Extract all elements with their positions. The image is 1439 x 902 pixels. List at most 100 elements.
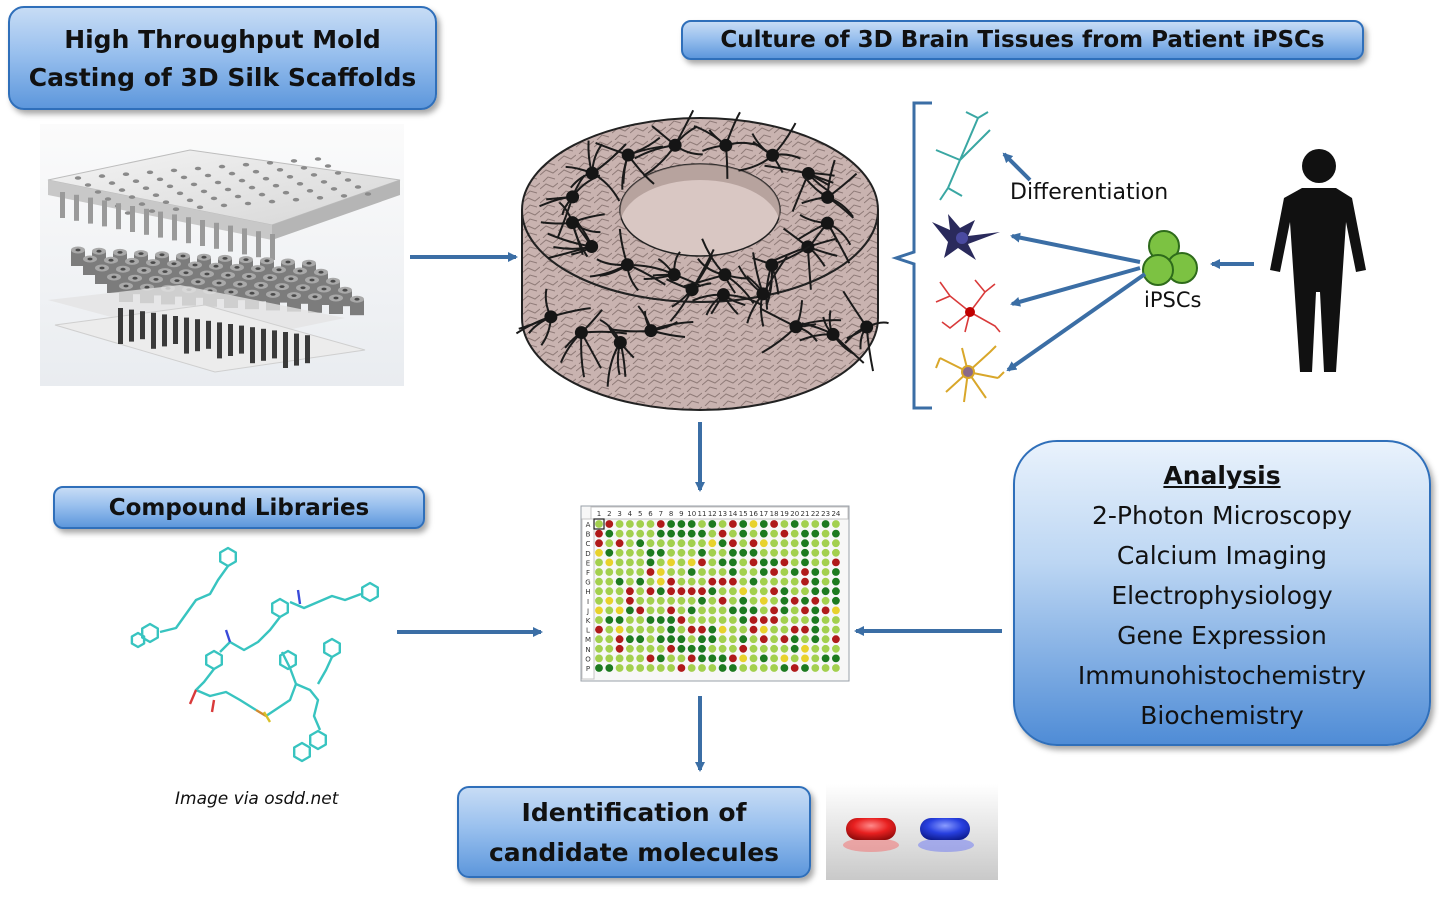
plate-column-label: 18 (770, 510, 779, 518)
plate-well (656, 577, 665, 586)
plate-well (636, 577, 645, 586)
plate-well (698, 529, 706, 538)
plate-column-label: 13 (718, 510, 727, 518)
plate-well (667, 520, 675, 528)
plate-row-label: P (586, 665, 590, 673)
plate-well (646, 625, 655, 634)
mold-hole (238, 178, 246, 183)
plate-well (677, 596, 686, 605)
identification-line-1: Identification of (521, 798, 747, 827)
mold-cylinder-hole (228, 290, 234, 294)
molecule-bond (316, 656, 334, 685)
plate-well (677, 568, 686, 576)
mold-hole (98, 174, 106, 178)
plate-well (698, 635, 706, 644)
plate-well (687, 596, 696, 605)
plate-well (739, 606, 748, 615)
mold-hole (204, 173, 212, 178)
mold-hole (146, 170, 154, 175)
plate-well (708, 635, 717, 644)
mold-peg (256, 231, 261, 258)
mold-casting-title-box: High Throughput Mold Casting of 3D Silk … (8, 6, 437, 110)
mold-bar (250, 327, 255, 364)
plate-well (626, 635, 634, 644)
molecule-ring (293, 741, 311, 763)
plate-well (595, 654, 603, 663)
plate-well (615, 568, 624, 576)
molecule-ring (205, 649, 223, 671)
plate-well (646, 558, 655, 567)
plate-well (718, 625, 727, 634)
neuron-soma (716, 288, 730, 302)
ipscs-label: iPSCs (1144, 288, 1202, 312)
plate-column-label: 16 (749, 510, 758, 518)
plate-well (595, 548, 603, 557)
plate-well (698, 558, 706, 567)
mold-cylinder (308, 296, 322, 313)
plate-well (718, 664, 727, 672)
mold-cylinder-hole (321, 287, 327, 291)
plate-well (595, 625, 603, 634)
plate-well (708, 625, 717, 634)
plate-well (698, 616, 706, 624)
plate-well (759, 616, 768, 624)
plate-well (790, 577, 799, 586)
mold-cylinder-hole (183, 271, 189, 275)
plate-well (718, 558, 727, 567)
mold-cylinder-hole (204, 272, 210, 276)
plate-well (770, 596, 778, 605)
plate-well (832, 539, 840, 548)
patient-silhouette-icon (1270, 149, 1366, 372)
neuron-soma (826, 327, 840, 341)
mold-hole (132, 179, 140, 183)
plate-well (739, 577, 748, 586)
plate-well (811, 539, 820, 548)
plate-well (656, 568, 665, 576)
mold-cylinder-hole (318, 270, 324, 274)
plate-well (595, 587, 603, 596)
plate-well (749, 664, 758, 672)
plate-well (646, 539, 655, 548)
plate-well (832, 596, 840, 605)
plate-well (636, 606, 645, 615)
plate-well (749, 520, 758, 528)
plate-column-label: 5 (638, 510, 642, 518)
plate-well (605, 635, 614, 644)
plate-well (780, 548, 789, 557)
mold-cylinder-hole (354, 297, 360, 301)
plate-column-label: 23 (821, 510, 830, 518)
plate-well (759, 644, 768, 653)
mold-cylinder-hole (174, 279, 180, 282)
analysis-item-electrophysiology: Electrophysiology (1111, 581, 1333, 610)
plate-well (801, 529, 809, 538)
neuron-soma (685, 283, 699, 297)
plate-column-label: 3 (617, 510, 621, 518)
plate-well (790, 625, 799, 634)
plate-well (708, 520, 717, 528)
plate-well (739, 529, 748, 538)
plate-well (646, 529, 655, 538)
plate-well (770, 664, 778, 672)
mold-hole (248, 185, 256, 190)
plate-well (749, 587, 758, 596)
plate-column-label: 6 (648, 510, 653, 518)
plate-well (636, 596, 645, 605)
plate-well (698, 625, 706, 634)
plate-well (801, 577, 809, 586)
neuron-soma (801, 167, 815, 181)
plate-well (739, 616, 748, 624)
mold-peg (144, 208, 149, 235)
plate-well (677, 548, 686, 557)
neuron-soma (667, 268, 681, 282)
plate-well (708, 548, 717, 557)
mold-cylinder-hole (123, 284, 129, 288)
mold-hole (234, 194, 242, 199)
mold-hole (266, 161, 274, 165)
plate-column-label: 19 (780, 510, 789, 518)
plate-well (677, 654, 686, 663)
plate-well (821, 568, 830, 576)
mold-peg (172, 214, 177, 241)
plate-well (780, 577, 789, 586)
plate-well (801, 558, 809, 567)
plate-well (821, 664, 830, 672)
